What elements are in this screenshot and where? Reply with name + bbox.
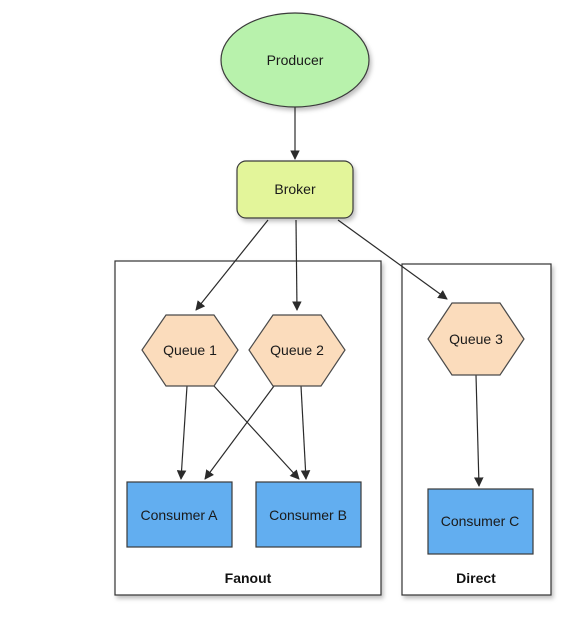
consumer-b-node: Consumer B xyxy=(255,481,362,548)
consumer-a-node: Consumer A xyxy=(126,481,233,548)
edge-queue-3-to-consumer-c xyxy=(473,374,484,487)
broker-shape xyxy=(236,160,354,219)
queue-1-label: Queue 1 xyxy=(163,342,217,358)
producer-node: Producer xyxy=(220,12,370,108)
edge-broker-to-queue-1 xyxy=(195,219,269,311)
producer-label: Producer xyxy=(267,52,324,68)
consumer-c-label: Consumer C xyxy=(441,513,520,529)
edge-queue-1-to-consumer-a xyxy=(176,385,188,480)
fanout-group-label: Fanout xyxy=(225,570,272,586)
consumer-c-shape xyxy=(427,488,534,555)
queue-3-node: Queue 3 xyxy=(427,302,525,376)
direct-group-label: Direct xyxy=(456,570,496,586)
queue-3-label: Queue 3 xyxy=(449,331,503,347)
queue-2-node: Queue 2 xyxy=(248,314,346,387)
producer-shape xyxy=(220,12,370,108)
queue-1-shape xyxy=(141,314,239,387)
edge-queue-1-to-consumer-b xyxy=(213,385,300,480)
edge-queue-2-to-consumer-a xyxy=(204,385,275,480)
consumer-b-shape xyxy=(255,481,362,548)
broker-label: Broker xyxy=(274,181,316,197)
edge-broker-to-queue-3 xyxy=(337,219,448,300)
queue-2-shape xyxy=(248,314,346,387)
queue-3-shape xyxy=(427,302,525,376)
edges xyxy=(176,107,484,487)
consumer-b-label: Consumer B xyxy=(269,507,347,523)
consumer-a-shape xyxy=(126,481,233,548)
edge-broker-to-queue-2 xyxy=(292,219,302,311)
edge-queue-2-to-consumer-b xyxy=(300,385,311,480)
consumer-a-label: Consumer A xyxy=(140,507,218,523)
queue-1-node: Queue 1 xyxy=(141,314,239,387)
consumer-c-node: Consumer C xyxy=(427,488,534,555)
queue-2-label: Queue 2 xyxy=(270,342,324,358)
broker-node: Broker xyxy=(236,160,354,219)
